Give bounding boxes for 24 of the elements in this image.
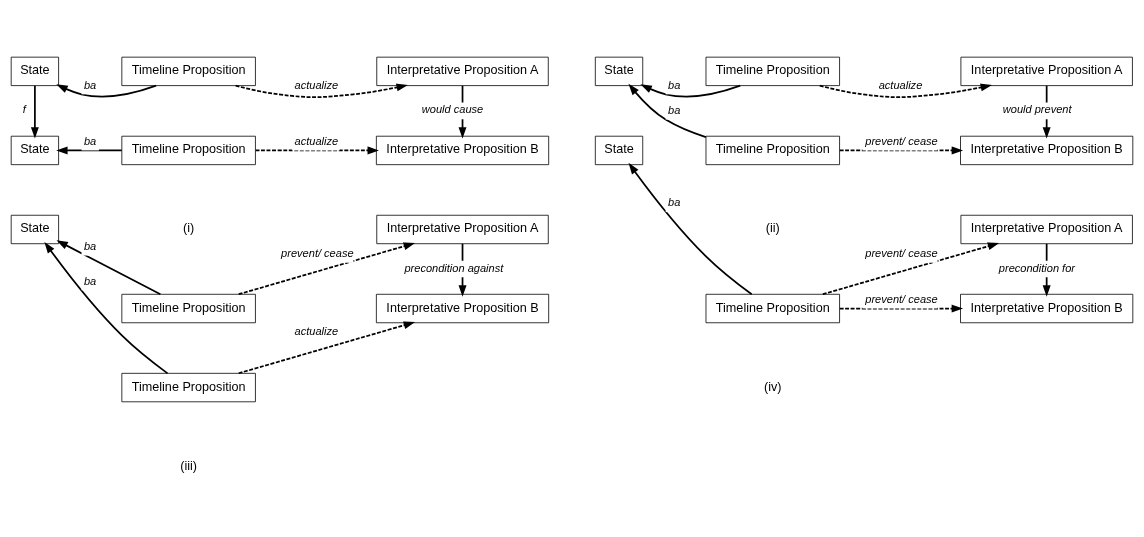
edge-label: ba bbox=[83, 274, 97, 287]
edge-label: prevent/ cease bbox=[865, 246, 938, 259]
edge-label: actualize bbox=[294, 134, 339, 147]
edge-label: ba bbox=[668, 195, 681, 208]
edge-label: actualize bbox=[294, 78, 339, 91]
edge-label: ba bbox=[668, 78, 681, 91]
edge-label: prevent/ cease bbox=[281, 246, 354, 259]
edge-label: would prevent bbox=[1002, 102, 1072, 115]
edge-label: precondition for bbox=[998, 261, 1075, 274]
label: (iv) bbox=[764, 379, 782, 394]
edge-label: ba bbox=[668, 103, 681, 116]
label: (ii) bbox=[765, 220, 780, 235]
edge-label: prevent/ cease bbox=[865, 134, 938, 147]
edge-label: ba bbox=[83, 134, 97, 147]
edge-label: ba bbox=[83, 239, 97, 252]
edge-label: actualize bbox=[878, 78, 923, 91]
edge-label: prevent/ cease bbox=[865, 292, 938, 305]
edge-label: precondition against bbox=[404, 261, 504, 274]
edge-label: actualize bbox=[294, 324, 339, 337]
label: (i) bbox=[183, 220, 195, 235]
edge-label: would cause bbox=[421, 102, 484, 115]
edge-label: ba bbox=[83, 78, 97, 91]
edge-label: f bbox=[22, 102, 26, 115]
label: (iii) bbox=[180, 458, 198, 473]
